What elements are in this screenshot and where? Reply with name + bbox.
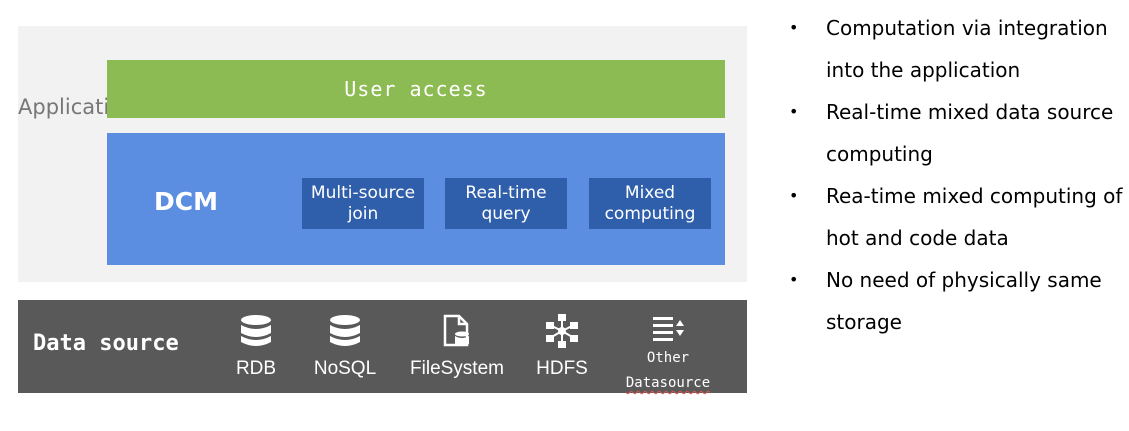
bullet-item: • Real-time mixed data source computing — [786, 91, 1126, 175]
bullet-item: • No need of physically same storage — [786, 259, 1126, 343]
data-source-name-line2: Datasource — [625, 375, 711, 391]
bullet-dot-icon: • — [789, 102, 799, 121]
data-source-filesystem: FileSystem — [403, 314, 511, 380]
bullet-text: Computation via integration into the app… — [826, 16, 1108, 82]
user-access-bar: User access — [107, 60, 725, 118]
bullet-item: • Computation via integration into the ap… — [786, 7, 1126, 91]
data-source-name: RDB — [235, 358, 277, 379]
data-source-nosql: NoSQL — [308, 314, 382, 380]
bullet-dot-icon: • — [789, 186, 799, 205]
dcm-label: DCM — [154, 187, 218, 216]
feature-multi-source-join: Multi-source join — [302, 178, 424, 229]
data-source-label: Data source — [33, 331, 179, 356]
bullet-dot-icon: • — [789, 18, 799, 37]
bullet-text: Real-time mixed data source computing — [826, 100, 1114, 166]
dcm-panel: DCM Multi-source join Real-time query Mi… — [107, 133, 725, 265]
file-system-icon — [443, 314, 469, 347]
feature-mixed-computing: Mixed computing — [589, 178, 711, 229]
data-source-other: Other Datasource — [610, 314, 726, 394]
bullet-item: • Rea-time mixed computing of hot and cod… — [786, 175, 1126, 259]
data-source-rdb: RDB — [228, 314, 284, 380]
bullet-dot-icon: • — [789, 270, 799, 289]
list-sort-icon — [653, 317, 684, 341]
data-source-name-line1: Other — [646, 350, 690, 366]
feature-bullet-list: • Computation via integration into the ap… — [786, 7, 1126, 343]
data-source-name: NoSQL — [313, 358, 377, 379]
data-source-hdfs: HDFS — [530, 314, 594, 380]
bullet-text: No need of physically same storage — [826, 268, 1102, 334]
hdfs-network-icon — [546, 314, 578, 348]
application-label: Application — [18, 95, 136, 119]
feature-real-time-query: Real-time query — [445, 178, 567, 229]
bullet-text: Rea-time mixed computing of hot and code… — [826, 184, 1123, 250]
data-source-name: HDFS — [536, 358, 588, 379]
data-source-name: FileSystem — [410, 358, 504, 379]
database-icon — [330, 315, 360, 346]
data-source-panel: Data source RDB NoSQL FileSystem — [18, 300, 747, 393]
database-icon — [241, 315, 271, 346]
